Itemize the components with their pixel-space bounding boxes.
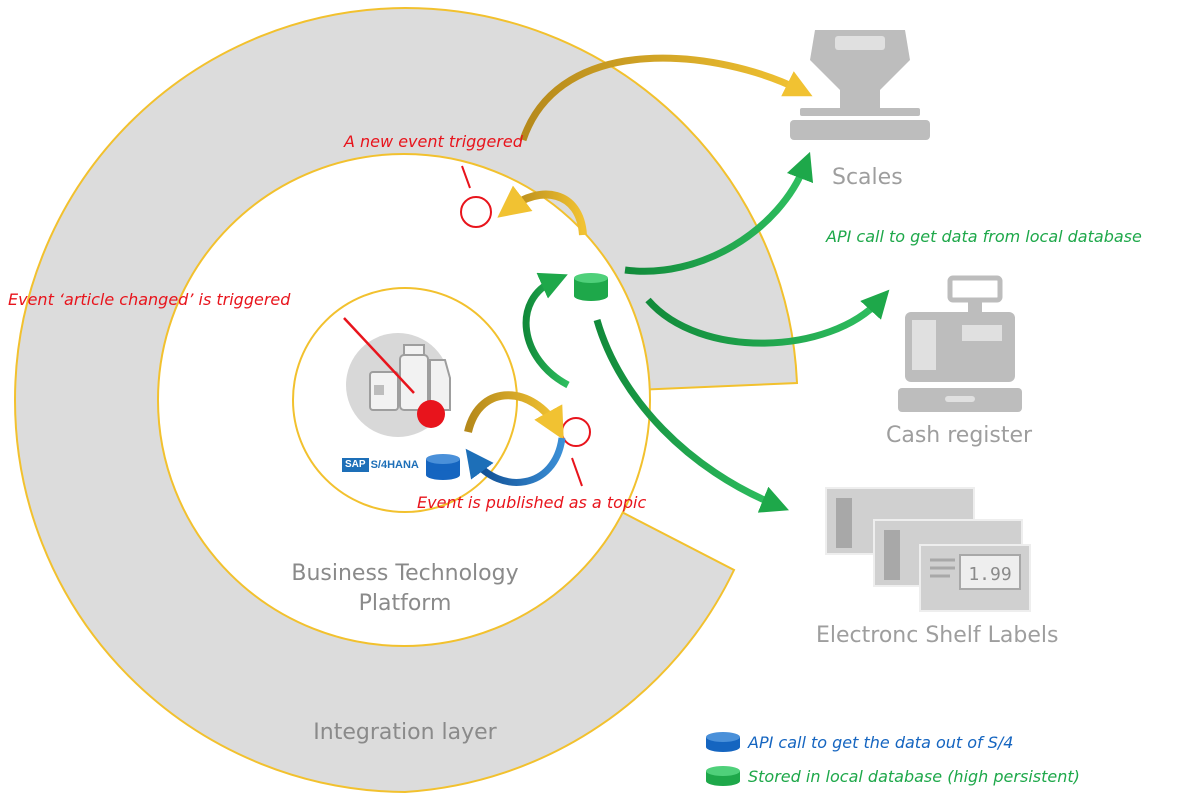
legend-item-s4: API call to get the data out of S/4 [706, 732, 1013, 752]
article-changed-pointer [343, 317, 415, 394]
api-local-label: API call to get data from local database [826, 227, 1142, 246]
blue-arrow-to-s4 [465, 437, 566, 486]
published-topic-label: Event is published as a topic [417, 493, 647, 512]
s4-database-icon [426, 454, 460, 480]
new-event-pointer [461, 165, 471, 189]
new-event-label: A new event triggered [344, 132, 523, 151]
shelf-labels-label: Electronc Shelf Labels [816, 623, 1059, 648]
shelf-label-price: 1.99 [968, 564, 1011, 585]
green-arrow-db-to-scales [624, 151, 814, 275]
blue-database-icon [706, 732, 740, 752]
scales-icon [790, 30, 930, 140]
sap-product-name: S/4HANA [370, 459, 419, 471]
green-arrow-event-db [522, 272, 570, 389]
cash-register-label: Cash register [886, 423, 1033, 448]
legend-item-local: Stored in local database (high persisten… [706, 766, 1080, 786]
integration-layer-label: Integration layer [313, 720, 497, 745]
published-topic-pointer [571, 457, 583, 487]
gold-arrow-to-scales [519, 54, 813, 142]
sap-logo-box: SAP [342, 458, 369, 472]
green-arrow-db-to-cash [645, 289, 890, 347]
grocery-icon [346, 333, 451, 437]
green-database-icon [706, 766, 740, 786]
local-database-icon [574, 273, 608, 301]
legend-s4-label: API call to get the data out of S/4 [748, 732, 1014, 752]
btp-label-line2: Platform [358, 591, 452, 616]
sap-s4hana-logo: SAP S/4HANA [342, 458, 419, 472]
integration-layer-ring [13, 6, 799, 794]
article-changed-label: Event ‘article changed’ is triggered [8, 290, 291, 309]
new-event-circle [460, 196, 492, 228]
legend-local-label: Stored in local database (high persisten… [748, 766, 1080, 786]
btp-label-line1: Business Technology [291, 561, 519, 586]
green-arrow-db-to-labels [593, 319, 789, 513]
gold-arrow-to-new-event [497, 185, 587, 236]
cash-register-icon [898, 275, 1022, 412]
shelf-labels-icon: 1.99 [825, 487, 1031, 612]
scales-label: Scales [832, 165, 903, 190]
gold-arrow-to-published [464, 391, 564, 440]
